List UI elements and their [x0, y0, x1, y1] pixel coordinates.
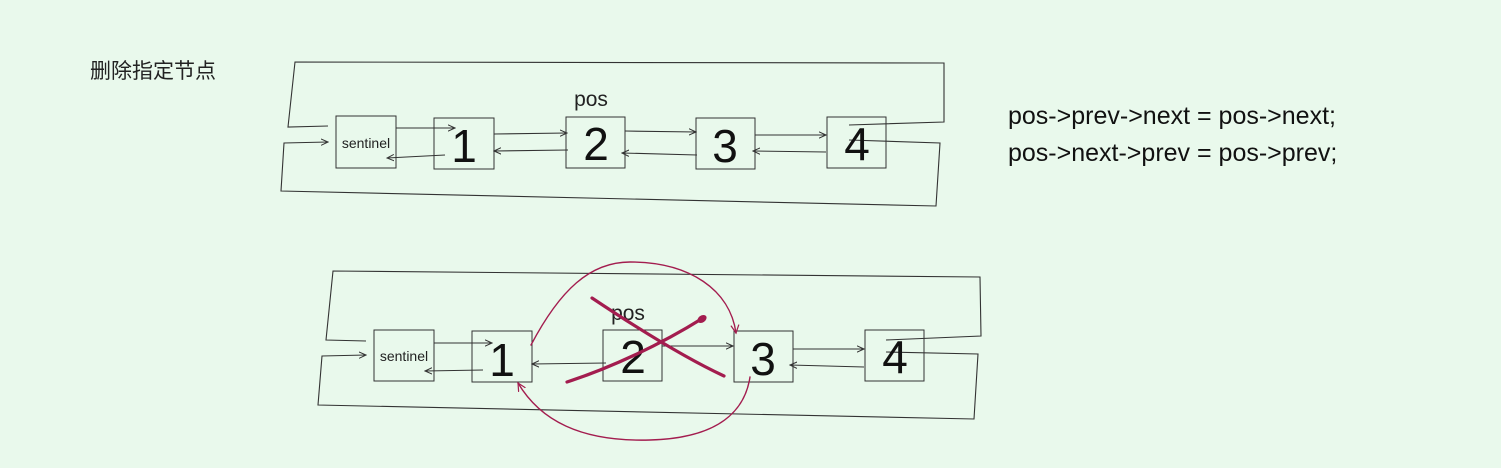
before-node-4: [826, 116, 887, 169]
before-sentinel-box: [335, 115, 397, 169]
before-loop-bottom: [280, 140, 941, 207]
before-node-2-value: 2: [583, 118, 609, 170]
before-sentinel-label: sentinel: [342, 135, 390, 151]
after-node-2: [602, 329, 663, 382]
heading: 删除指定节点: [90, 59, 216, 83]
before-node-3: [695, 117, 756, 170]
before-node-4-value: 4: [844, 118, 870, 170]
before-node-2: [565, 116, 626, 169]
before-arrow-1-next: [493, 133, 567, 134]
after-node-3-value: 3: [750, 333, 776, 385]
code-line-2: pos->next->prev = pos->prev;: [1008, 139, 1338, 167]
after-pos-label: pos: [611, 302, 645, 325]
delete-cross-stroke-2: [565, 316, 705, 384]
before-diagram: sentinel 1 2 pos 3 4: [280, 61, 945, 207]
after-sentinel-label: sentinel: [380, 348, 428, 364]
after-arrow-2-prev: [532, 363, 607, 364]
after-node-1-value: 1: [489, 334, 515, 386]
after-loop-bottom: [317, 351, 979, 420]
after-diagram: sentinel 1 2 pos 3 4: [317, 261, 982, 441]
before-arrow-3-prev: [622, 153, 698, 155]
after-node-3: [733, 330, 794, 383]
code-line-1: pos->prev->next = pos->next;: [1008, 102, 1336, 130]
after-node-4: [864, 329, 925, 382]
relink-prev-curve: [517, 376, 751, 441]
before-arrow-2-next: [624, 131, 696, 132]
after-arrow-1-prev: [425, 370, 484, 371]
before-node-1: [433, 117, 495, 170]
before-arrow-2-prev: [494, 150, 569, 151]
relink-next-curve: [530, 261, 736, 346]
before-arrow-1-prev: [387, 155, 446, 158]
before-arrow-4-prev: [753, 151, 827, 152]
delete-cross-ink-blot: [697, 314, 707, 324]
before-node-3-value: 3: [712, 120, 738, 172]
before-pos-label: pos: [574, 88, 608, 111]
before-node-1-value: 1: [451, 120, 477, 172]
after-arrow-4-prev: [790, 365, 865, 367]
before-loop-top: [287, 61, 945, 128]
after-node-1: [471, 330, 533, 383]
after-node-4-value: 4: [882, 331, 908, 383]
after-loop-top: [325, 270, 982, 342]
after-sentinel-box: [373, 329, 435, 382]
